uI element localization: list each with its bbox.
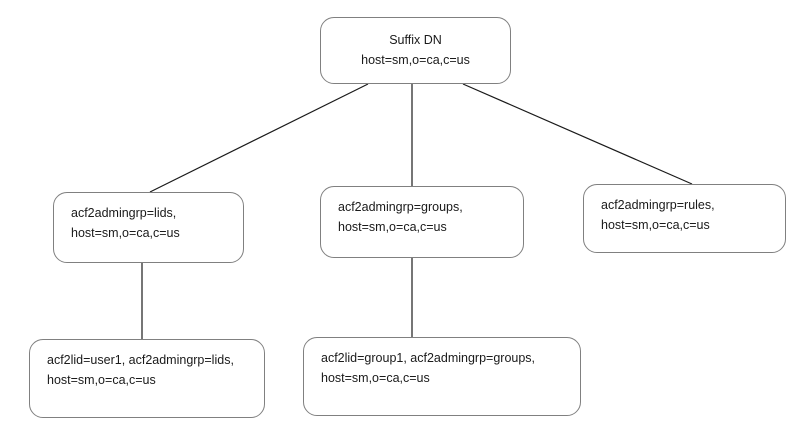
- lid-group1-node: acf2lid=group1, acf2admingrp=groups, host…: [303, 337, 581, 416]
- lid-user1-node-text: acf2lid=user1, acf2admingrp=lids, host=sm…: [47, 350, 258, 390]
- admingrp-rules-node-line-2: host=sm,o=ca,c=us: [601, 218, 710, 232]
- lid-group1-node-text: acf2lid=group1, acf2admingrp=groups, host…: [321, 348, 574, 388]
- edge-suffix-to-admingrp-lids: [149, 83, 369, 193]
- lid-user1-node-line-2: host=sm,o=ca,c=us: [47, 373, 156, 387]
- admingrp-rules-node: acf2admingrp=rules, host=sm,o=ca,c=us: [583, 184, 786, 253]
- admingrp-groups-node: acf2admingrp=groups, host=sm,o=ca,c=us: [320, 186, 524, 258]
- admingrp-groups-node-text: acf2admingrp=groups, host=sm,o=ca,c=us: [338, 197, 517, 237]
- suffix-dn-node-text: Suffix DN host=sm,o=ca,c=us: [321, 30, 510, 70]
- admingrp-groups-node-line-1: acf2admingrp=groups,: [338, 200, 463, 214]
- lid-user1-node-line-1: acf2lid=user1, acf2admingrp=lids,: [47, 353, 234, 367]
- suffix-dn-node-line-2: host=sm,o=ca,c=us: [361, 53, 470, 67]
- admingrp-lids-node-text: acf2admingrp=lids, host=sm,o=ca,c=us: [71, 203, 237, 243]
- suffix-dn-node: Suffix DN host=sm,o=ca,c=us: [320, 17, 511, 84]
- admingrp-lids-node-line-1: acf2admingrp=lids,: [71, 206, 177, 220]
- lid-group1-node-line-1: acf2lid=group1, acf2admingrp=groups,: [321, 351, 536, 365]
- admingrp-lids-node: acf2admingrp=lids, host=sm,o=ca,c=us: [53, 192, 244, 263]
- suffix-dn-node-line-1: Suffix DN: [389, 33, 442, 47]
- lid-user1-node: acf2lid=user1, acf2admingrp=lids, host=sm…: [29, 339, 265, 418]
- admingrp-lids-node-line-2: host=sm,o=ca,c=us: [71, 226, 180, 240]
- lid-group1-node-line-2: host=sm,o=ca,c=us: [321, 371, 430, 385]
- admingrp-rules-node-line-1: acf2admingrp=rules,: [601, 198, 715, 212]
- admingrp-groups-node-line-2: host=sm,o=ca,c=us: [338, 220, 447, 234]
- edge-suffix-to-admingrp-rules: [462, 83, 693, 185]
- admingrp-rules-node-text: acf2admingrp=rules, host=sm,o=ca,c=us: [601, 195, 779, 235]
